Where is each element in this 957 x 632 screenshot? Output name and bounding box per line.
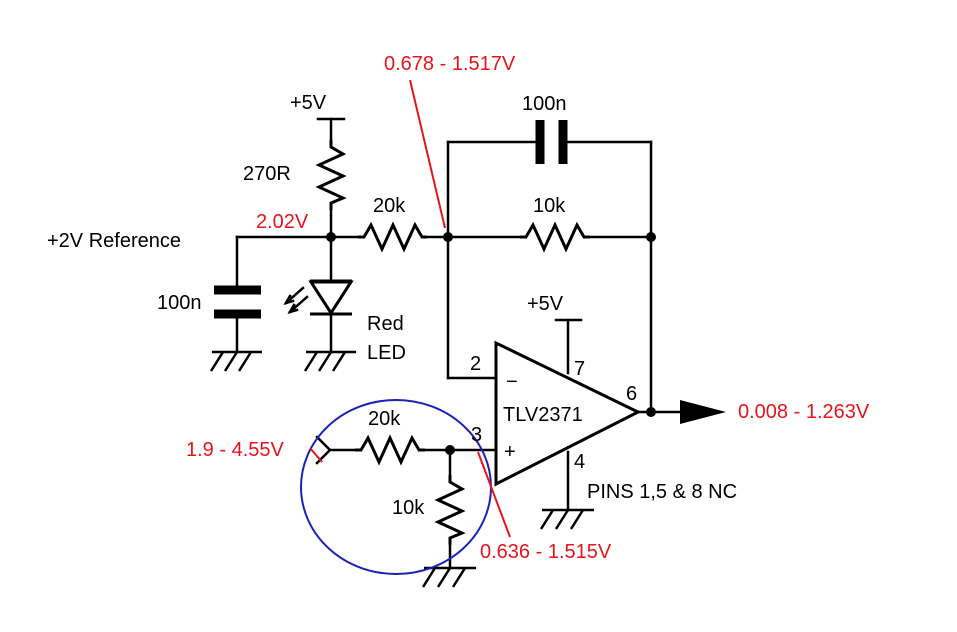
voltage-output: 0.008 - 1.263V [738, 401, 870, 423]
label-opamp: TLV2371 [503, 404, 583, 426]
voltage-input: 1.9 - 4.55V [186, 439, 285, 461]
ground-ref-cap [209, 350, 262, 372]
junction-inv-node [443, 232, 453, 242]
label-resistor-20k-input: 20k [373, 195, 406, 217]
junction-ref-node [326, 232, 336, 242]
label-led-line2: LED [367, 342, 406, 364]
label-supply-5v-opamp: +5V [527, 293, 564, 315]
label-capacitor-feedback: 100n [522, 93, 567, 115]
ground-opamp [539, 508, 594, 530]
resistor-20k-divider [355, 434, 425, 466]
junction-fb-right [646, 232, 656, 242]
pin-number-vcc: 7 [574, 358, 585, 380]
opamp-plus-sign: + [504, 441, 516, 463]
label-capacitor-reference: 100n [157, 292, 202, 314]
ground-divider [421, 566, 476, 588]
capacitor-reference [214, 235, 261, 354]
label-resistor-10k-divider: 10k [392, 497, 425, 519]
resistor-10k-feedback [520, 221, 590, 253]
resistor-20k-input [358, 221, 427, 253]
resistor-270r [315, 140, 347, 210]
label-led-line1: Red [367, 313, 404, 335]
pin-number-gnd: 4 [574, 451, 585, 473]
voltage-inv-node: 0.678 - 1.517V [384, 53, 516, 75]
junction-output [646, 407, 656, 417]
led-emission-icon [283, 286, 309, 315]
opamp-triangle [494, 340, 642, 487]
ground-led [303, 350, 356, 372]
leader-inv-node [409, 79, 446, 229]
pin-number-inv: 2 [470, 353, 481, 375]
pin-number-noninv: 3 [471, 424, 482, 446]
leader-noninv-node [477, 451, 511, 538]
pin-number-out: 6 [626, 383, 637, 405]
output-arrow-icon [680, 400, 726, 424]
label-resistor-20k-divider: 20k [368, 408, 401, 430]
leader-input [309, 447, 323, 463]
label-supply-5v-top: +5V [290, 92, 327, 114]
opamp-minus-sign: − [506, 371, 518, 393]
red-led [308, 235, 354, 354]
label-resistor-270r: 270R [243, 163, 291, 185]
junction-divider [445, 445, 455, 455]
label-resistor-10k-feedback: 10k [533, 195, 566, 217]
capacitor-feedback [446, 120, 653, 164]
label-reference: +2V Reference [47, 230, 181, 252]
voltage-noninv-node: 0.636 - 1.515V [480, 541, 612, 563]
opamp-vcc [554, 318, 583, 375]
supply-5v-top [316, 117, 346, 142]
voltage-ref-node: 2.02V [256, 211, 309, 233]
resistor-10k-divider [434, 475, 466, 545]
label-pins-nc: PINS 1,5 & 8 NC [587, 481, 737, 503]
input-terminal-icon [315, 435, 357, 465]
